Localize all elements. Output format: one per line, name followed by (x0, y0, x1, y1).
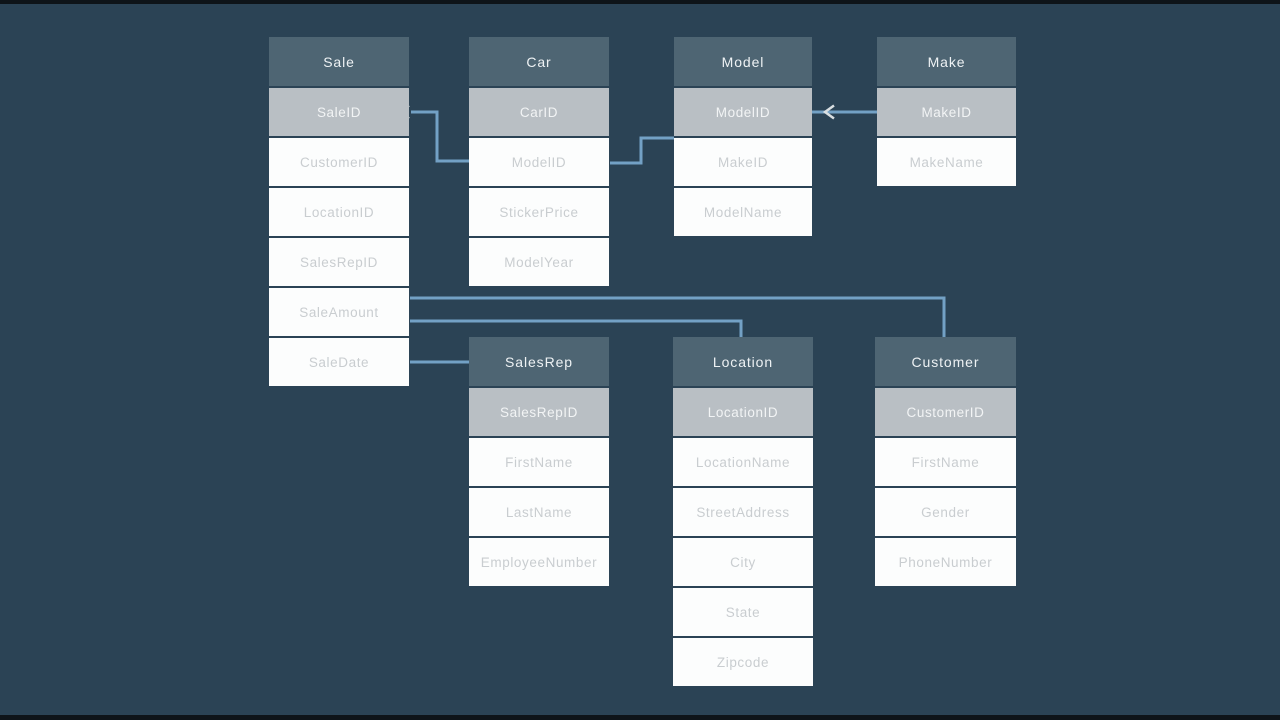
arrowhead-model-modelid-icon (822, 104, 835, 120)
table-make-header: Make (877, 37, 1016, 86)
row-car-modelid: ModelID (469, 138, 609, 186)
row-location-locationname: LocationName (673, 438, 813, 486)
row-customer-customerid: CustomerID (875, 388, 1016, 436)
row-car-carid: CarID (469, 88, 609, 136)
row-location-streetaddress: StreetAddress (673, 488, 813, 536)
letterbox-top (0, 0, 1280, 4)
table-customer-header: Customer (875, 337, 1016, 386)
row-salesrep-salesrepid: SalesRepID (469, 388, 609, 436)
row-car-stickerprice: StickerPrice (469, 188, 609, 236)
table-salesrep: SalesRep SalesRepID FirstName LastName E… (469, 337, 609, 586)
row-model-modelname: ModelName (674, 188, 812, 236)
connector-car-to-model (610, 136, 674, 165)
connector-car-to-sale (411, 110, 469, 163)
table-salesrep-header: SalesRep (469, 337, 609, 386)
table-model-header: Model (674, 37, 812, 86)
row-sale-customerid: CustomerID (269, 138, 409, 186)
row-customer-firstname: FirstName (875, 438, 1016, 486)
table-customer: Customer CustomerID FirstName Gender Pho… (875, 337, 1016, 586)
row-make-makeid: MakeID (877, 88, 1016, 136)
table-sale: Sale SaleID CustomerID LocationID SalesR… (269, 37, 409, 386)
letterbox-bottom (0, 715, 1280, 720)
table-sale-header: Sale (269, 37, 409, 86)
row-sale-salesrepid: SalesRepID (269, 238, 409, 286)
row-location-city: City (673, 538, 813, 586)
row-sale-locationid: LocationID (269, 188, 409, 236)
table-location: Location LocationID LocationName StreetA… (673, 337, 813, 686)
row-location-locationid: LocationID (673, 388, 813, 436)
row-location-zipcode: Zipcode (673, 638, 813, 686)
row-sale-saleamount: SaleAmount (269, 288, 409, 336)
row-sale-saleid: SaleID (269, 88, 409, 136)
table-car-header: Car (469, 37, 609, 86)
row-model-makeid: MakeID (674, 138, 812, 186)
connector-sale-to-location (410, 319, 743, 338)
row-salesrep-firstname: FirstName (469, 438, 609, 486)
row-model-modelid: ModelID (674, 88, 812, 136)
row-make-makename: MakeName (877, 138, 1016, 186)
row-location-state: State (673, 588, 813, 636)
row-salesrep-lastname: LastName (469, 488, 609, 536)
row-customer-gender: Gender (875, 488, 1016, 536)
row-sale-saledate: SaleDate (269, 338, 409, 386)
table-car: Car CarID ModelID StickerPrice ModelYear (469, 37, 609, 286)
connector-sale-to-customer (410, 296, 946, 338)
row-customer-phonenumber: PhoneNumber (875, 538, 1016, 586)
row-car-modelyear: ModelYear (469, 238, 609, 286)
table-model: Model ModelID MakeID ModelName (674, 37, 812, 236)
table-make: Make MakeID MakeName (877, 37, 1016, 186)
row-salesrep-employeenumber: EmployeeNumber (469, 538, 609, 586)
table-location-header: Location (673, 337, 813, 386)
